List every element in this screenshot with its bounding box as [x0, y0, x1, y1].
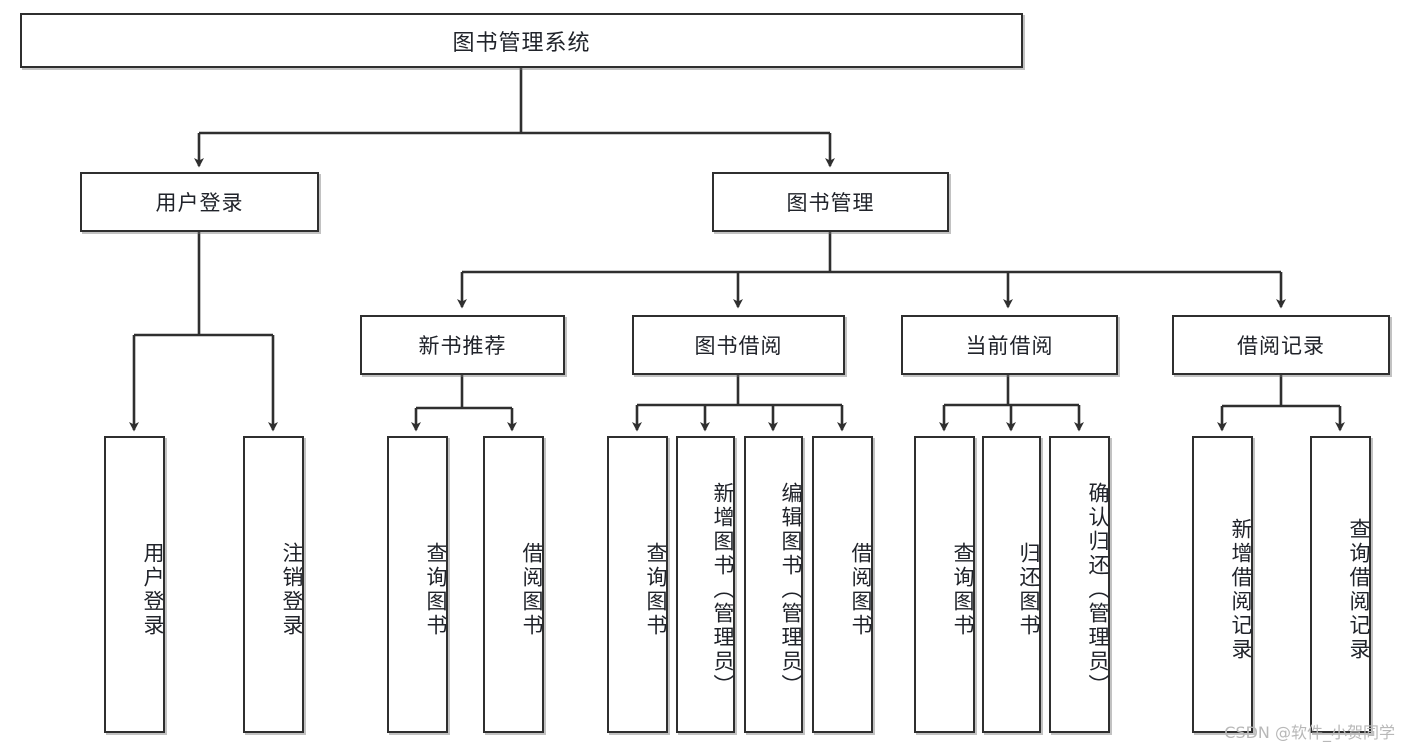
leaf-edit-book[interactable]: 编辑图书（管理员） [744, 436, 803, 733]
node-root-label: 图书管理系统 [452, 30, 591, 56]
node-current-borrow[interactable]: 当前借阅 [901, 315, 1118, 375]
leaf-return-book-label: 归还图书 [1017, 541, 1041, 638]
leaf-logout[interactable]: 注销登录 [243, 436, 304, 733]
leaf-borrow-book-2[interactable]: 借阅图书 [812, 436, 873, 733]
node-root[interactable]: 图书管理系统 [20, 13, 1023, 68]
leaf-query-record[interactable]: 查询借阅记录 [1310, 436, 1371, 733]
leaf-logout-label: 注销登录 [280, 541, 304, 638]
node-book-manage-label: 图书管理 [786, 191, 875, 215]
leaf-add-record[interactable]: 新增借阅记录 [1192, 436, 1253, 733]
leaf-confirm-return-label: 确认归还（管理员） [1086, 481, 1110, 698]
leaf-query-record-label: 查询借阅记录 [1347, 517, 1371, 662]
leaf-add-book[interactable]: 新增图书（管理员） [676, 436, 735, 733]
leaf-user-login[interactable]: 用户登录 [104, 436, 165, 733]
watermark: CSDN @软件_小贺同学 [1224, 723, 1395, 742]
node-book-borrow[interactable]: 图书借阅 [632, 315, 845, 375]
leaf-query-book-1-label: 查询图书 [424, 541, 448, 638]
leaf-query-book-1[interactable]: 查询图书 [387, 436, 448, 733]
node-new-book-rec-label: 新书推荐 [418, 334, 507, 358]
leaf-user-login-label: 用户登录 [141, 541, 165, 638]
node-user-login[interactable]: 用户登录 [80, 172, 319, 232]
leaf-return-book[interactable]: 归还图书 [982, 436, 1041, 733]
leaf-borrow-book-1[interactable]: 借阅图书 [483, 436, 544, 733]
leaf-borrow-book-1-label: 借阅图书 [520, 541, 544, 638]
leaf-query-book-3-label: 查询图书 [951, 541, 975, 638]
leaf-query-book-2[interactable]: 查询图书 [607, 436, 668, 733]
node-user-login-label: 用户登录 [155, 191, 244, 215]
leaf-query-book-3[interactable]: 查询图书 [914, 436, 975, 733]
node-book-manage[interactable]: 图书管理 [712, 172, 949, 232]
node-borrow-record[interactable]: 借阅记录 [1172, 315, 1390, 375]
leaf-query-book-2-label: 查询图书 [644, 541, 668, 638]
node-borrow-record-label: 借阅记录 [1237, 334, 1325, 358]
node-new-book-rec[interactable]: 新书推荐 [360, 315, 565, 375]
leaf-borrow-book-2-label: 借阅图书 [849, 541, 873, 638]
leaf-add-record-label: 新增借阅记录 [1229, 517, 1253, 662]
leaf-edit-book-label: 编辑图书（管理员） [779, 481, 803, 698]
node-book-borrow-label: 图书借阅 [694, 334, 783, 358]
leaf-confirm-return[interactable]: 确认归还（管理员） [1049, 436, 1110, 733]
node-current-borrow-label: 当前借阅 [965, 334, 1054, 358]
leaf-add-book-label: 新增图书（管理员） [711, 481, 735, 698]
